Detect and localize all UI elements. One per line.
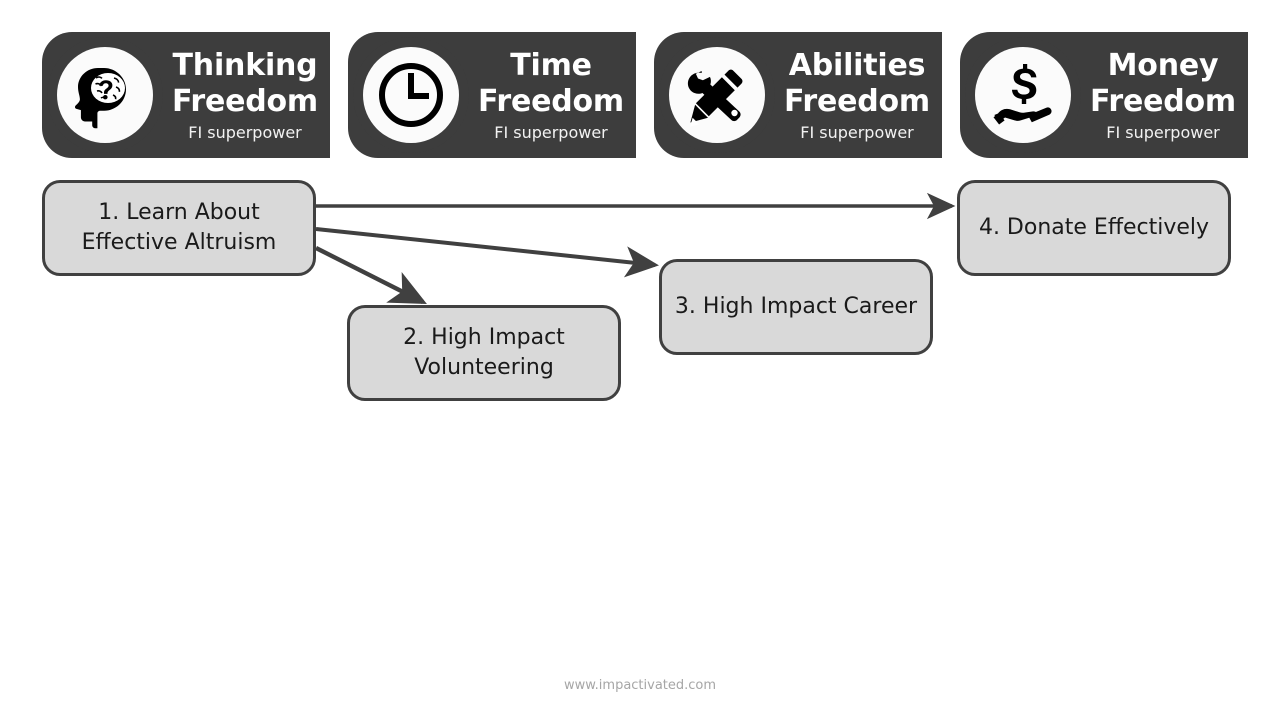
card-text-block: Time Freedom FI superpower [472,32,630,158]
card-subtitle: FI superpower [494,122,608,142]
card-icon-ring [353,37,469,153]
flow-box-label: 2. High Impact Volunteering [403,325,565,380]
card-icon-ring [659,37,775,153]
card-title-line2: Freedom [477,83,624,119]
flow-box-label: 3. High Impact Career [674,294,918,319]
card-subtitle: FI superpower [188,122,302,142]
superpower-card-money-freedom[interactable]: Money Freedom FI superpower [960,32,1248,158]
card-title-line1: Thinking [172,47,318,83]
hand-holding-dollar-icon [975,47,1071,143]
clock-icon [363,47,459,143]
card-title-line1: Abilities [788,47,926,83]
card-icon-ring [47,37,163,153]
card-text-block: Abilities Freedom FI superpower [778,32,936,158]
card-text-block: Money Freedom FI superpower [1084,32,1242,158]
card-subtitle: FI superpower [1106,122,1220,142]
card-subtitle: FI superpower [800,122,914,142]
flow-box-label: 1. Learn About Effective Altruism [81,200,277,255]
wrench-pencil-icon [669,47,765,143]
flow-box-learn-about-effective-altruism[interactable]: 1. Learn About Effective Altruism [42,180,316,276]
card-title-line2: Freedom [171,83,318,119]
flow-box-high-impact-volunteering[interactable]: 2. High Impact Volunteering [347,305,621,401]
superpower-card-thinking-freedom[interactable]: Thinking Freedom FI superpower [42,32,330,158]
footer-watermark: www.impactivated.com [563,678,717,693]
head-brain-question-icon [57,47,153,143]
flow-box-label: 4. Donate Effectively [978,215,1210,240]
flow-box-donate-effectively[interactable]: 4. Donate Effectively [957,180,1231,276]
superpower-card-abilities-freedom[interactable]: Abilities Freedom FI superpower [654,32,942,158]
card-title-line1: Money [1107,47,1219,83]
card-title-line2: Freedom [783,83,930,119]
card-title-line2: Freedom [1089,83,1236,119]
card-text-block: Thinking Freedom FI superpower [166,32,324,158]
arrow-1-to-3 [315,227,659,278]
superpower-card-time-freedom[interactable]: Time Freedom FI superpower [348,32,636,158]
flow-box-high-impact-career[interactable]: 3. High Impact Career [659,259,933,355]
card-icon-ring [965,37,1081,153]
arrow-1-to-2 [315,246,427,304]
card-title-line1: Time [510,47,592,83]
